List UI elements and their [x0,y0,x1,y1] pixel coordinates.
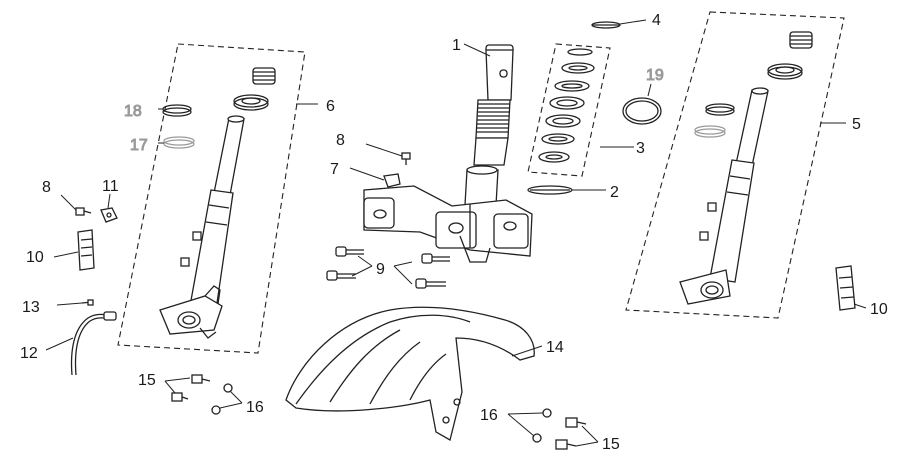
oring-19 [622,83,662,125]
right-bearing-cup [767,63,803,80]
right-fork-cap-bolt [789,31,813,49]
callout-16-right: 16 [480,407,498,424]
reflector-10-right [835,265,867,311]
callout-18: 18 [124,103,142,120]
right-oring [705,103,735,116]
bolt-8-center [365,143,411,165]
left-oring-18 [162,104,192,117]
left-fork-cap-bolt [252,67,276,85]
bearing-stack-boundary [527,43,611,177]
right-fork-tube [735,87,769,167]
callout-8-center: 8 [336,132,345,149]
clip-11 [100,193,118,223]
steering-stem [363,43,533,263]
bolt-8-left [60,194,92,216]
callout-7: 7 [330,161,339,178]
front-fender [285,306,543,441]
left-fork-slider [159,189,234,339]
nuts-16-right [507,408,552,443]
leader-1 [463,43,491,57]
left-bearing-cup [233,94,269,111]
nut-4 [591,19,647,29]
callout-15-right: 15 [602,436,620,453]
callout-19: 19 [646,67,664,84]
callout-9: 9 [376,261,385,278]
left-small-parts [45,193,243,415]
brake-cable-12 [45,311,117,376]
bolt-9-d [415,278,446,289]
callout-1: 1 [452,37,461,54]
bolts-9 [326,246,450,289]
washer-2 [527,185,606,195]
callout-16-left: 16 [246,399,264,416]
left-ring-17 [163,136,195,149]
left-fork-boundary [117,43,306,354]
bolt-9-c [421,253,450,264]
stem-thread [475,99,511,139]
callout-11: 11 [102,178,119,195]
right-fork-slider [679,159,755,305]
callout-2: 2 [610,184,619,201]
callout-10-left: 10 [26,249,44,266]
callout-5: 5 [852,116,861,133]
right-ring [694,125,726,138]
right-fork-assembly [625,11,846,319]
bearing-stack [527,43,634,177]
callout-4: 4 [652,12,661,29]
left-fork-tube [213,115,245,196]
callout-3: 3 [636,140,645,157]
bracket-7 [349,167,401,188]
right-fork-boundary [625,11,845,319]
bolts-15-left [164,374,211,402]
callout-6: 6 [326,98,335,115]
triple-clamp [363,185,533,263]
callout-8-left: 8 [42,179,51,196]
left-fork-assembly [117,43,318,354]
reflector-10-left [53,229,95,271]
callout-15-left: 15 [138,372,156,389]
nuts-16-left [211,383,243,415]
screw-13 [56,299,94,306]
bolts-15-right [555,417,599,450]
callout-12: 12 [20,345,38,362]
callout-13: 13 [22,299,40,316]
callout-10-right: 10 [870,301,888,318]
callout-14: 14 [546,339,564,356]
bolt-9-a [335,246,364,257]
callout-17: 17 [130,137,148,154]
bolt-9-b [326,270,356,281]
